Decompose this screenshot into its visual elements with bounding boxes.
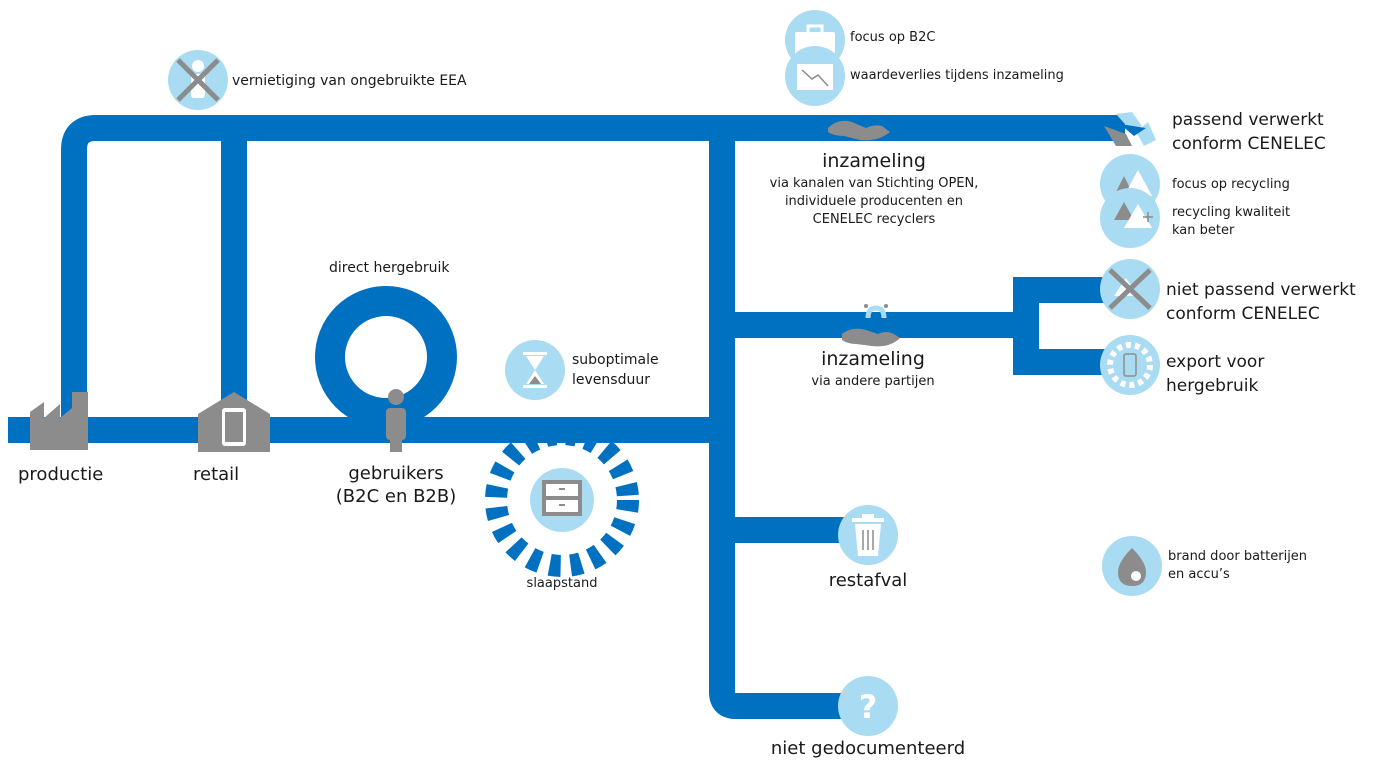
label-gebruikers-sub: (B2C en B2B) [335,486,457,507]
label-direct-hergebruik: direct hergebruik [329,260,450,276]
label-inzameling-open: inzameling [822,150,926,172]
svg-text:?: ? [859,688,878,726]
label-passend-line2: conform CENELEC [1172,134,1326,154]
label-waardeverlies: waardeverlies tijdens inzameling [850,68,1064,83]
pipes [8,115,1125,719]
label-inzameling-andere-sub: via andere partijen [811,374,935,389]
fork-pipe [1013,277,1115,375]
label-suboptimale: suboptimale [572,352,659,368]
label-recycling-kwaliteit-line2: kan beter [1172,223,1235,238]
factory-icon [30,392,88,450]
label-niet-passend-line1: niet passend verwerkt [1166,280,1356,300]
cross-recycle-icon [1100,259,1160,319]
triangle-plus-icon [1100,188,1160,248]
label-slaapstand: slaapstand [526,576,598,591]
label-inzameling-andere: inzameling [821,348,925,370]
label-recycling-kwaliteit-line1: recycling kwaliteit [1172,205,1291,220]
label-inzameling-open-line3: CENELEC recyclers [812,212,936,227]
label-focus-b2c: focus op B2C [850,30,936,45]
label-inzameling-open-line2: individuele producenten en [784,194,964,209]
shop-icon [198,392,270,452]
label-vernietiging: vernietiging van ongebruikte EEA [232,73,467,89]
productie-up-pipe [61,115,1125,430]
slaapstand-ring [485,423,639,577]
label-inzameling-open-line1: via kanalen van Stichting OPEN, [769,176,979,191]
label-levensduur: levensduur [572,372,650,388]
gear-phone-icon [1100,335,1160,395]
label-brand-line1: brand door batterijen [1168,549,1308,564]
collection-vertical-pipe [709,128,860,719]
person-icon [386,389,406,452]
recycle-icon [1104,112,1156,146]
value-loss-icon [785,46,845,106]
label-restafval: restafval [828,570,908,591]
label-productie: productie [18,464,104,485]
label-focus-recycling: focus op recycling [1172,177,1290,192]
label-export-line1: export voor [1166,352,1265,372]
label-niet-gedocumenteerd: niet gedocumenteerd [770,738,966,759]
label-niet-passend-line2: conform CENELEC [1166,304,1320,324]
hand-icon [828,120,890,141]
cross-person-icon [168,50,228,110]
label-export-line2: hergebruik [1166,376,1259,396]
flame-icon [1102,536,1162,596]
hand-magnet-icon [842,304,900,347]
label-passend-line1: passend verwerkt [1172,110,1324,130]
question-icon: ? [838,676,898,736]
label-brand-line2: en accu’s [1168,567,1230,582]
cabinet-icon [530,468,594,532]
hourglass-icon [505,340,565,400]
direct-reuse-loop [315,286,457,428]
label-retail: retail [193,464,240,485]
label-gebruikers: gebruikers [348,463,444,484]
trash-icon [838,505,898,565]
